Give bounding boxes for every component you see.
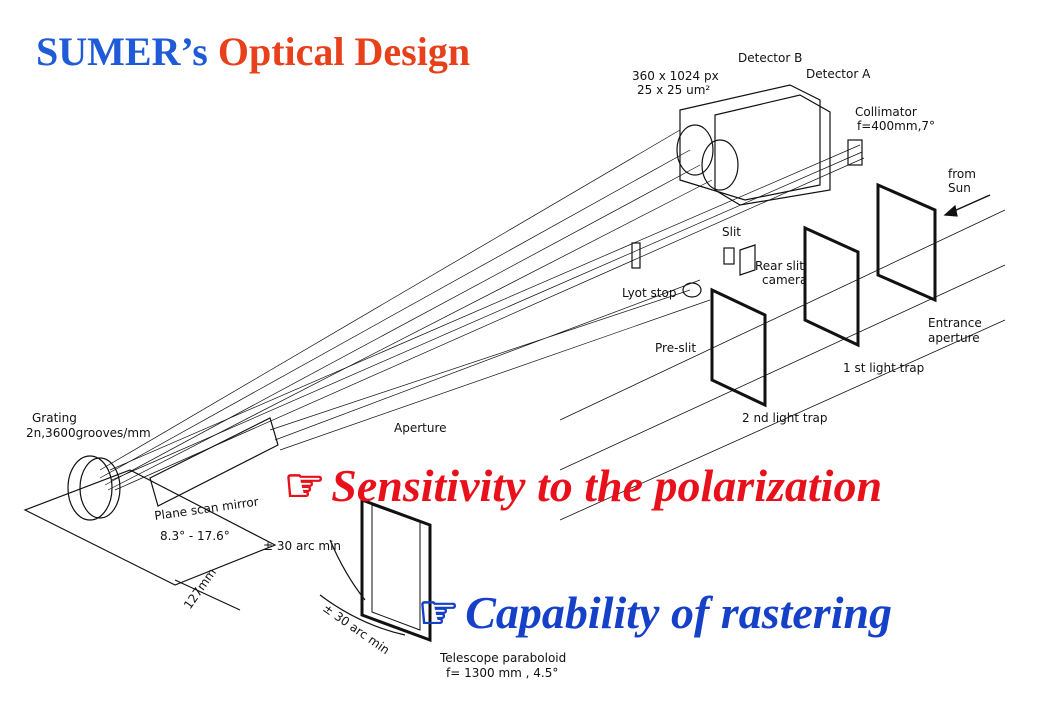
entrance-aperture-frame xyxy=(876,182,937,303)
first-light-trap-frame xyxy=(803,225,860,348)
label-pre-slit: Pre-slit xyxy=(655,341,696,355)
ray-bundle-upper xyxy=(99,129,713,491)
arc-arrow-2 xyxy=(319,594,406,636)
arc-arrow-1 xyxy=(329,539,366,601)
second-light-trap-frame xyxy=(710,287,767,408)
label-pixels-1: 360 x 1024 px xyxy=(632,69,719,83)
label-collimator-1: Collimator xyxy=(855,105,917,119)
label-distance: 127mm xyxy=(181,566,219,612)
telescope-paraboloid-frame xyxy=(360,497,432,643)
label-collimator-2: f=400mm,7° xyxy=(857,119,935,133)
grating-base-plate xyxy=(23,469,277,586)
label-arc-min-1: ± 30 arc min xyxy=(263,539,341,553)
title-part-optical-design: Optical Design xyxy=(207,29,471,74)
label-rear-slit-2: camera xyxy=(762,273,807,287)
label-plane-scan-2: 8.3° - 17.6° xyxy=(160,529,230,543)
label-from-sun-1: from xyxy=(948,167,976,181)
label-from-sun-2: Sun xyxy=(948,181,971,195)
label-detector-a: Detector A xyxy=(806,67,871,81)
bullet-polarization-text: Sensitivity to the polarization xyxy=(331,460,883,511)
label-light-trap-1: 1 st light trap xyxy=(843,361,924,375)
label-telescope-2: f= 1300 mm , 4.5° xyxy=(446,666,558,680)
ray-bundle-collimator xyxy=(109,144,865,491)
label-detector-b: Detector B xyxy=(738,51,802,65)
slide-title: SUMER’s Optical Design xyxy=(36,28,470,75)
plane-scan-mirror-shape xyxy=(149,417,279,507)
label-plane-scan-1: Plane scan mirror xyxy=(153,494,259,522)
pointing-hand-icon: ☞ xyxy=(418,587,460,638)
bullet-rastering: ☞Capability of rastering xyxy=(418,585,892,639)
collimator-shape xyxy=(847,139,863,166)
label-grating-1: Grating xyxy=(32,411,77,425)
label-rear-slit-1: Rear slit xyxy=(755,259,804,273)
bullet-rastering-text: Capability of rastering xyxy=(465,587,893,638)
bullet-polarization: ☞Sensitivity to the polarization xyxy=(284,458,882,512)
label-pixels-2: 25 x 25 um² xyxy=(637,83,710,97)
title-part-sumer: SUMER’s xyxy=(36,29,208,74)
label-lyot-stop: Lyot stop xyxy=(622,286,676,300)
pointing-hand-icon: ☞ xyxy=(284,460,326,511)
label-telescope-1: Telescope paraboloid xyxy=(439,651,566,665)
label-light-trap-2: 2 nd light trap xyxy=(742,411,828,425)
distance-arrow xyxy=(174,579,241,611)
label-entrance-1: Entrance xyxy=(928,316,982,330)
ray-bundle-lower xyxy=(269,279,711,451)
label-entrance-2: aperture xyxy=(928,331,980,345)
label-grating-2: 2n,3600grooves/mm xyxy=(26,426,151,440)
label-slit: Slit xyxy=(722,225,741,239)
lyot-stop-shape xyxy=(631,242,641,269)
slit-shape xyxy=(723,247,735,265)
detector-b-box xyxy=(679,84,821,201)
pre-slit-shape xyxy=(682,282,702,298)
label-arc-min-2: ± 30 arc min xyxy=(320,601,392,657)
label-aperture: Aperture xyxy=(394,421,447,435)
grating-shape xyxy=(67,455,113,521)
detector-a-box xyxy=(714,94,831,206)
